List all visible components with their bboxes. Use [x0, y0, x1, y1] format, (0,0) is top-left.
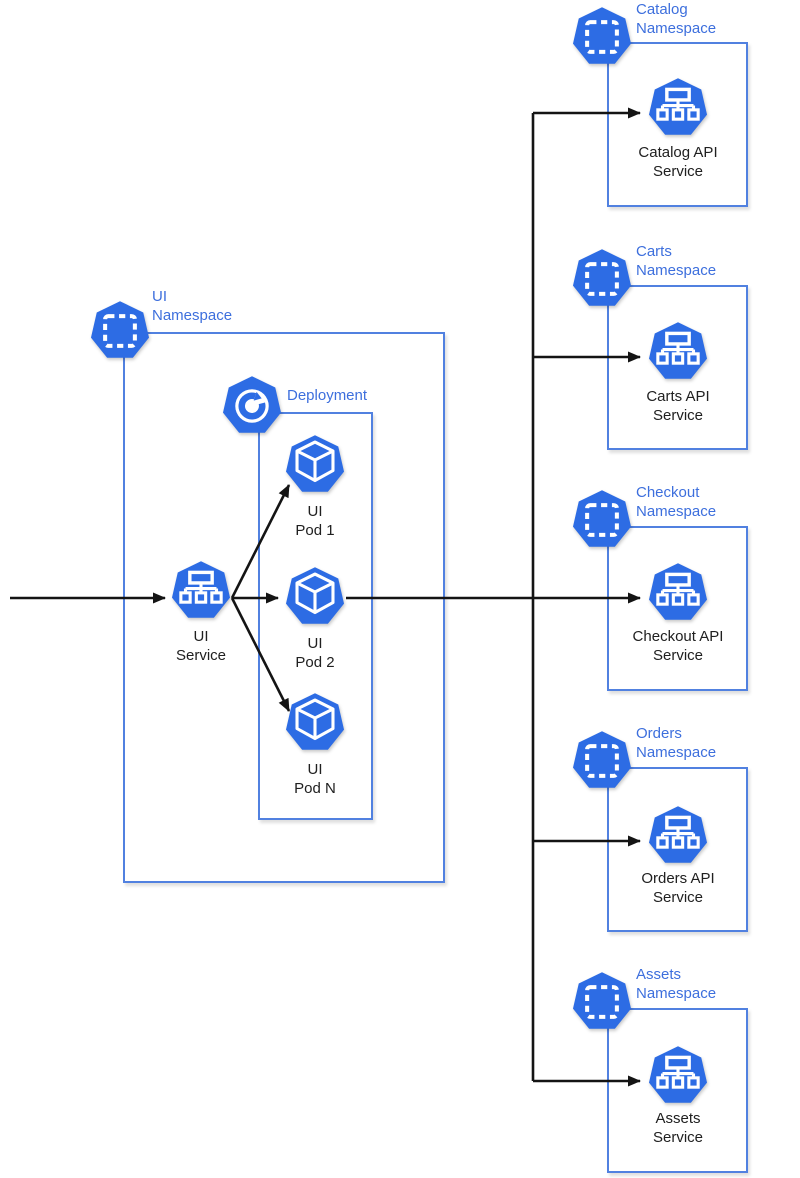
ui-pod-1-label: UI Pod 1: [295, 503, 335, 539]
checkout-namespace-box: [607, 526, 748, 691]
assets-service-label: Assets Service: [652, 1110, 704, 1146]
namespace-icon: [571, 730, 633, 792]
namespace-icon: [571, 971, 633, 1033]
namespace-icon: [571, 489, 633, 551]
deployment-box: [258, 412, 373, 820]
catalog-api-service-label: Catalog API Service: [638, 144, 718, 180]
carts-api-service-label: Carts API Service: [646, 388, 710, 424]
deployment-icon: [221, 375, 283, 437]
carts-namespace-title: Carts Namespace: [636, 243, 717, 279]
service-icon: [170, 560, 232, 622]
service-icon: [647, 805, 709, 867]
pod-icon: [284, 692, 346, 754]
ui-service-label: UI Service: [175, 628, 227, 664]
checkout-api-service-label: Checkout API Service: [632, 628, 724, 664]
assets-namespace-title: Assets Namespace: [636, 966, 717, 1002]
checkout-namespace-title: Checkout Namespace: [636, 484, 717, 520]
namespace-icon: [89, 300, 151, 362]
arrow-ui-service-to-pod-n: [230, 597, 291, 712]
ui-namespace-box: [123, 332, 445, 883]
service-icon: [647, 562, 709, 624]
service-icon: [647, 77, 709, 139]
service-icon: [647, 1045, 709, 1107]
ui-pod-2-label: UI Pod 2: [295, 635, 335, 671]
namespace-icon: [571, 6, 633, 68]
namespace-icon: [571, 248, 633, 310]
ui-pod-n-label: UI Pod N: [294, 761, 336, 797]
assets-namespace-box: [607, 1008, 748, 1173]
orders-api-service-label: Orders API Service: [641, 870, 715, 906]
orders-namespace-box: [607, 767, 748, 932]
orders-namespace-title: Orders Namespace: [636, 725, 717, 761]
arrow-ui-service-to-pod-1: [230, 484, 291, 599]
service-icon: [647, 321, 709, 383]
carts-namespace-box: [607, 285, 748, 450]
pod-icon: [284, 566, 346, 628]
ui-namespace-title: UI Namespace: [152, 288, 233, 324]
catalog-namespace-title: Catalog Namespace: [636, 1, 717, 37]
pod-icon: [284, 434, 346, 496]
deployment-title: Deployment: [287, 387, 368, 404]
catalog-namespace-box: [607, 42, 748, 207]
